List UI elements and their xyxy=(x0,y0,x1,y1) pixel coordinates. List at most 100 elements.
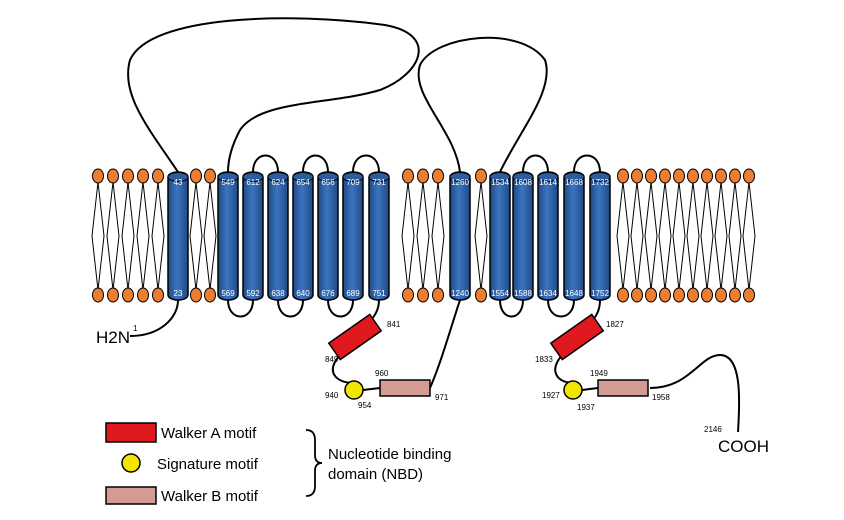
helix-top-residue: 654 xyxy=(296,178,310,187)
lipid-head-outer xyxy=(417,168,429,184)
nbd1-walker-b-end: 971 xyxy=(435,393,449,402)
lipid-head-outer xyxy=(402,168,414,184)
cytoplasmic-loop-1 xyxy=(227,299,254,318)
lipid-bilayer xyxy=(91,168,756,303)
cytoplasmic-loop-2 xyxy=(277,299,304,318)
helix-bottom-residue: 676 xyxy=(321,289,335,298)
lipid-head-inner xyxy=(701,287,713,303)
lipid-molecule xyxy=(474,168,488,303)
helix-top-residue: 656 xyxy=(321,178,335,187)
legend: Walker A motif Signature motif Walker B … xyxy=(105,422,451,505)
legend-walker-a-label: Walker A motif xyxy=(161,425,257,442)
helix-bottom-residue: 1240 xyxy=(451,289,469,298)
lipid-head-inner xyxy=(715,287,727,303)
helix-top-residue: 709 xyxy=(346,178,360,187)
lipid-head-outer xyxy=(743,168,755,184)
helix-top-residue: 731 xyxy=(372,178,386,187)
helix-top-residue: 612 xyxy=(246,178,260,187)
lipid-head-outer xyxy=(190,168,202,184)
extracellular-loop-1 xyxy=(127,17,420,173)
lipid-molecule xyxy=(616,168,630,303)
helix-top-residue: 1534 xyxy=(491,178,509,187)
nbd2-walker-b-end: 1958 xyxy=(652,393,670,402)
lipid-head-outer xyxy=(475,168,487,184)
cytoplasmic-loop-3 xyxy=(327,299,354,318)
nbd2: 1827 1833 1927 1937 1949 1958 xyxy=(535,313,670,412)
helix-bottom-residue: 751 xyxy=(372,289,386,298)
lipid-head-outer xyxy=(687,168,699,184)
helix-bottom-residue: 1752 xyxy=(591,289,609,298)
lipid-head-outer xyxy=(701,168,713,184)
extracellular-loop-3 xyxy=(302,154,329,173)
extracellular-loop-6 xyxy=(522,154,549,173)
extracellular-loop-2 xyxy=(252,154,279,173)
lipid-head-inner xyxy=(190,287,202,303)
nbd2-walker-a-box xyxy=(549,313,605,361)
lipid-head-inner xyxy=(137,287,149,303)
lipid-head-inner xyxy=(92,287,104,303)
lipid-head-outer xyxy=(673,168,685,184)
helix-top-residue: 1668 xyxy=(565,178,583,187)
nbd2-walker-b-box xyxy=(597,379,649,397)
lipid-molecule xyxy=(644,168,658,303)
polypeptide-chain xyxy=(127,17,741,433)
nbd1-signature-end: 954 xyxy=(358,401,372,410)
extracellular-loop-7 xyxy=(573,154,601,173)
lipid-molecule xyxy=(686,168,700,303)
lipid-head-outer xyxy=(631,168,643,184)
legend-walker-b-swatch xyxy=(105,486,157,505)
helix-top-residue: 1614 xyxy=(539,178,557,187)
nbd1-walker-a-end: 849 xyxy=(325,355,339,364)
n-terminal-tail xyxy=(129,299,179,337)
lipid-head-inner xyxy=(729,287,741,303)
helix-top-residue: 1260 xyxy=(451,178,469,187)
lipid-molecule xyxy=(672,168,686,303)
lipid-head-inner xyxy=(402,287,414,303)
lipid-molecule xyxy=(91,168,105,303)
lipid-head-inner xyxy=(743,287,755,303)
nbd2-walker-a-start: 1827 xyxy=(606,320,624,329)
lipid-molecule xyxy=(742,168,756,303)
lipid-head-inner xyxy=(687,287,699,303)
helix-bottom-residue: 23 xyxy=(174,289,183,298)
lipid-head-outer xyxy=(715,168,727,184)
legend-nbd-line1: Nucleotide binding xyxy=(328,446,451,463)
nbd1-signature-start: 940 xyxy=(325,391,339,400)
c-terminal-tail xyxy=(649,353,741,433)
lipid-head-inner xyxy=(617,287,629,303)
lipid-head-inner xyxy=(204,287,216,303)
transmembrane-helices: 4323549569612592624638654640656676709689… xyxy=(167,171,611,301)
nbd2-signature-circle xyxy=(563,380,583,400)
cytoplasmic-loop-5 xyxy=(499,299,524,318)
linker-to-tm2 xyxy=(429,299,461,389)
lipid-molecule xyxy=(106,168,120,303)
lipid-head-outer xyxy=(204,168,216,184)
helix-bottom-residue: 1634 xyxy=(539,289,557,298)
helix: 1534 1554 xyxy=(489,171,511,301)
legend-nbd-line2: domain (NBD) xyxy=(328,466,423,483)
legend-signature-label: Signature motif xyxy=(157,456,259,473)
extracellular-loop-4 xyxy=(352,154,380,173)
lipid-head-outer xyxy=(645,168,657,184)
legend-brace xyxy=(305,429,323,497)
helix-bottom-residue: 1554 xyxy=(491,289,509,298)
lipid-head-inner xyxy=(673,287,685,303)
lipid-head-inner xyxy=(475,287,487,303)
legend-walker-b-label: Walker B motif xyxy=(161,488,259,505)
helix: 656 676 xyxy=(317,171,339,301)
legend-walker-a-swatch xyxy=(105,422,157,443)
lipid-molecule xyxy=(700,168,714,303)
helix: 1614 1634 xyxy=(537,171,559,301)
lipid-head-outer xyxy=(432,168,444,184)
nbd2-signature-end: 1937 xyxy=(577,403,595,412)
nbd1-walker-a-box xyxy=(327,313,383,361)
nbd1-walker-b-start: 960 xyxy=(375,369,389,378)
nbd1-signature-circle xyxy=(344,380,364,400)
nbd1-walker-a-start: 841 xyxy=(387,320,401,329)
nbd2-signature-start: 1927 xyxy=(542,391,560,400)
